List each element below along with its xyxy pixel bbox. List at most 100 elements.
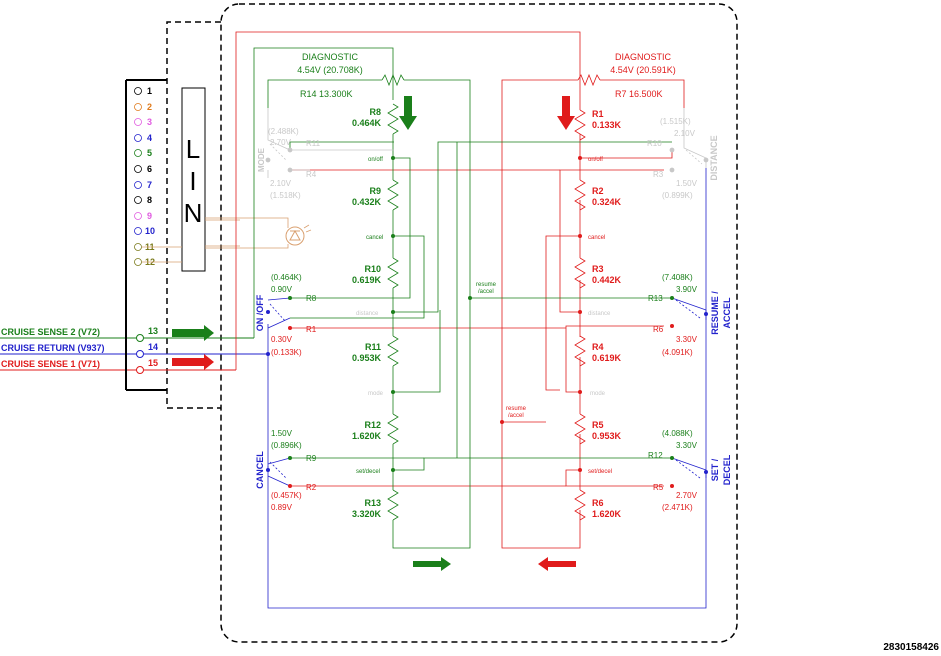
module-outline xyxy=(220,3,738,643)
mode-v-bot2: (1.518K) xyxy=(270,191,301,200)
distance-v-bot: 1.50V xyxy=(676,179,698,188)
green-tap-resume: resume xyxy=(476,282,497,288)
red-resistors xyxy=(574,73,601,521)
pin-15-label: 15 xyxy=(148,358,158,368)
red-tap-accel: /accel xyxy=(508,413,524,419)
onoff-v-bot: 0.30V xyxy=(271,335,293,344)
r6-value: 1.620K xyxy=(592,509,622,519)
r4-name: R4 xyxy=(592,342,604,352)
red-resistor-labels: R1 0.133K R2 0.324K R3 0.442K R4 0.619K … xyxy=(592,109,622,519)
cancel-v-bot: (0.457K) xyxy=(271,491,302,500)
red-tap-mode: mode xyxy=(590,391,606,397)
green-tap-setdecel: set/decel xyxy=(356,469,380,475)
document-number: 2830158426 xyxy=(883,642,939,653)
cancel-r-top: R9 xyxy=(306,454,317,463)
green-tap-accel: /accel xyxy=(478,289,494,295)
cancel-v-bot2: 0.89V xyxy=(271,503,293,512)
green-tap-mode: mode xyxy=(368,391,384,397)
r5-name: R5 xyxy=(592,420,604,430)
green-tap-onoff: on/off xyxy=(368,157,383,163)
return-bus xyxy=(267,168,707,609)
red-tap-setdecel: set/decel xyxy=(588,469,612,475)
red-tap-labels: on/off cancel set/decel resume /accel xyxy=(506,157,612,475)
distance-r-top: R10 xyxy=(647,139,662,148)
green-net-dots xyxy=(391,156,472,472)
onoff-v-top2: 0.90V xyxy=(271,285,293,294)
grey-tap-labels: distance mode distance mode xyxy=(356,311,611,397)
resume-v-top: (7.408K) xyxy=(662,273,693,282)
lin-block xyxy=(181,87,206,272)
lin-letter-i: I xyxy=(189,166,196,196)
connector-pins: 1 2 3 4 5 6 7 8 9 10 11 12 xyxy=(134,86,155,267)
red-tap-onoff: on/off xyxy=(588,157,603,163)
r4-value: 0.619K xyxy=(592,353,622,363)
lamp-wiring xyxy=(142,217,289,263)
red-left-arrow-icon xyxy=(538,557,576,571)
r10-value: 0.619K xyxy=(352,275,382,285)
set-v-bot2: (2.471K) xyxy=(662,503,693,512)
r8-value: 0.464K xyxy=(352,118,382,128)
lin-letter-l: L xyxy=(186,134,200,164)
resume-r-top: R13 xyxy=(648,294,663,303)
decel-switch-label: DECEL xyxy=(722,454,732,485)
resume-accel-switch: (7.408K) 3.90V R13 R6 3.30V (4.091K) RES… xyxy=(648,273,732,357)
r12-value: 1.620K xyxy=(352,431,382,441)
mode-r-top: R11 xyxy=(306,139,321,148)
r11-value: 0.953K xyxy=(352,353,382,363)
green-right-arrow-icon xyxy=(413,557,451,571)
set-v-top: (4.088K) xyxy=(662,429,693,438)
r13-name: R13 xyxy=(364,498,381,508)
pin-label: 8 xyxy=(147,195,152,205)
mode-v-bot: 2.10V xyxy=(270,179,292,188)
set-switch-label: SET / xyxy=(710,458,720,481)
resume-v-top2: 3.90V xyxy=(676,285,698,294)
red-tap-cancel: cancel xyxy=(588,235,605,241)
red-diagnostic-title: DIAGNOSTIC xyxy=(615,52,672,62)
pin-label: 2 xyxy=(147,102,152,112)
onoff-r-top: R8 xyxy=(306,294,317,303)
green-resistors xyxy=(381,73,405,521)
distance-v-bot2: (0.899K) xyxy=(662,191,693,200)
onoff-v-top: (0.464K) xyxy=(271,273,302,282)
green-tap-labels: on/off cancel set/decel resume /accel xyxy=(356,157,497,475)
red-tap-distance: distance xyxy=(588,311,611,317)
resume-v-bot2: (4.091K) xyxy=(662,348,693,357)
pin-label: 3 xyxy=(147,117,152,127)
distance-switch: (1.515K) 2.10V R10 R3 1.50V (0.899K) DIS… xyxy=(647,108,719,200)
sense2-arrow-icon xyxy=(172,325,214,341)
set-v-bot: 2.70V xyxy=(676,491,698,500)
resume-v-bot: 3.30V xyxy=(676,335,698,344)
lin-letter-n: N xyxy=(184,198,203,228)
red-net-wires xyxy=(235,31,685,549)
pin-label: 6 xyxy=(147,164,152,174)
cancel-switch-label: CANCEL xyxy=(255,451,265,489)
r13-value: 3.320K xyxy=(352,509,382,519)
r2-name: R2 xyxy=(592,186,604,196)
cancel-v-top2: (0.896K) xyxy=(271,441,302,450)
cancel-r-bot: R2 xyxy=(306,483,317,492)
cruise-sense-2-label: CRUISE SENSE 2 (V72) xyxy=(1,327,100,337)
cruise-return-label: CRUISE RETURN (V937) xyxy=(1,343,105,353)
set-v-top2: 3.30V xyxy=(676,441,698,450)
red-diagnostic-value: 4.54V (20.591K) xyxy=(610,65,676,75)
r6-name: R6 xyxy=(592,498,604,508)
r9-value: 0.432K xyxy=(352,197,382,207)
lamp-icon xyxy=(285,224,312,246)
green-diagnostic-title: DIAGNOSTIC xyxy=(302,52,359,62)
distance-v-top2: 2.10V xyxy=(674,129,696,138)
distance-r-bot: R3 xyxy=(653,170,664,179)
mode-r-bot: R4 xyxy=(306,170,317,179)
r7-label: R7 16.500K xyxy=(615,89,663,99)
pin-label: 5 xyxy=(147,148,152,158)
red-down-arrow-icon xyxy=(557,96,575,130)
onoff-v-bot2: (0.133K) xyxy=(271,348,302,357)
r10-name: R10 xyxy=(364,264,381,274)
set-r-top: R12 xyxy=(648,451,663,460)
mode-switch-label: MODE xyxy=(257,147,266,172)
r14-label: R14 13.300K xyxy=(300,89,353,99)
mode-switch: (2.488K) 2.70V R11 R4 2.10V (1.518K) MOD… xyxy=(257,108,394,200)
pin-label: 10 xyxy=(145,226,155,236)
r3-name: R3 xyxy=(592,264,604,274)
r11-name: R11 xyxy=(365,342,381,352)
